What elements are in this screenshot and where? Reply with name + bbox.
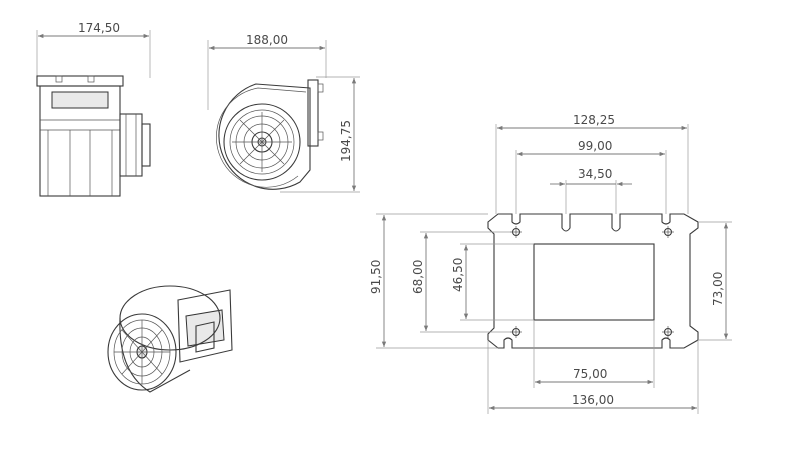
side-view: 174,50: [36, 21, 151, 197]
slot-inner-label: 34,50: [578, 167, 612, 181]
front-width-label: 188,00: [246, 33, 288, 47]
bottom-outer-label: 136,00: [572, 393, 614, 407]
height-mid-label: 68,00: [411, 260, 425, 294]
front-height-label: 194,75: [339, 120, 353, 162]
slot-mid-label: 99,00: [578, 139, 612, 153]
height-inner-label: 46,50: [451, 258, 465, 292]
mounting-plate-view: 128,25 99,00 34,50 91,50 68,00 46,50 73,…: [369, 113, 732, 414]
bottom-inner-label: 75,00: [573, 367, 607, 381]
front-view: 188,00 194,75: [207, 33, 360, 193]
isometric-view: [107, 285, 233, 393]
side-width-label: 174,50: [78, 21, 120, 35]
right-height-label: 73,00: [711, 272, 725, 306]
height-total-label: 91,50: [369, 260, 383, 294]
slot-outer-label: 128,25: [573, 113, 615, 127]
